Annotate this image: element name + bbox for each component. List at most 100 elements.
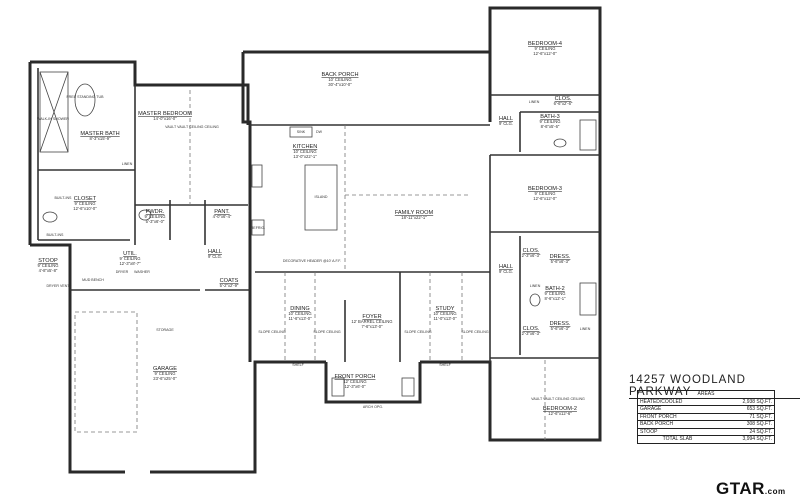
room-ceiling: 9' CEILING: [144, 214, 165, 219]
room-size: 4'-0"x6'-4": [213, 214, 232, 219]
range: [251, 164, 263, 188]
room-name: FRONT PORCH: [335, 374, 376, 380]
room-ceiling: 9' CEILING: [37, 263, 58, 268]
room-clos-3: CLOS.2'-3"x6'-3": [522, 248, 541, 258]
room-ceiling: 9' CLG.: [208, 254, 222, 259]
note-free-standing-tub: FREE STANDING TUB: [66, 95, 104, 99]
room-name: KITCHEN: [293, 144, 318, 150]
room-ceiling: 9' CEILING: [534, 46, 555, 51]
room-size: 4'-8"x5'-8": [39, 268, 58, 273]
room-ceiling: 9' CLG.: [499, 121, 513, 126]
note-dw: DW: [316, 130, 323, 134]
room-name: HALL: [499, 264, 513, 270]
note-linen-1: LINEN: [122, 162, 133, 166]
toilet: [42, 211, 58, 223]
room-size: 12'-6"x12'-0": [533, 51, 557, 56]
note-slope-1: SLOPE CEILING: [258, 330, 286, 334]
room-size: 5'-2"x2'-9": [220, 283, 239, 288]
room-size: 18'-11"x22'-1": [401, 215, 427, 220]
note-slope-3: SLOPE CEILING: [404, 330, 432, 334]
room-size: 5'-3"x6'-0": [146, 219, 165, 224]
gtar-logo: GTAR.com: [716, 479, 786, 499]
note-dryer-vent: DRYER VENT: [46, 284, 70, 288]
room-ceiling: 9' CEILING: [154, 371, 175, 376]
room-size: 8'-3"x15'-9": [89, 136, 111, 141]
room-size: 30'-4"x10'-0": [328, 82, 352, 87]
room-size: 7'-6"x13'-0": [361, 324, 383, 329]
room-clos-4: CLOS.6'-6"x2'-6": [554, 96, 573, 106]
room-ceiling: 9' CLG.: [499, 269, 513, 274]
room-bedroom-2: BEDROOM-212'-6"x12'-6": [543, 406, 577, 416]
room-name: HALL: [499, 116, 513, 122]
room-name: UTIL.: [123, 251, 137, 257]
room-size: 2'-3"x6'-3": [522, 331, 541, 336]
bathtub: [74, 83, 96, 117]
room-size: 12'-6"x12'-0": [533, 196, 557, 201]
refrigerator: [251, 219, 265, 236]
room-ceiling: 9' CEILING: [534, 191, 555, 196]
area-value: 653 SQ.FT.: [716, 405, 775, 414]
room-name: HALL: [208, 249, 222, 255]
room-name: BEDROOM-3: [528, 186, 562, 192]
note-linen-4: LINEN: [580, 327, 591, 331]
areas-header: AREAS: [637, 390, 775, 399]
note-mud-bench: MUD BENCH: [82, 278, 104, 282]
area-label: GARAGE: [637, 405, 717, 414]
room-name: COATS: [220, 278, 239, 284]
room-name: DINING: [290, 306, 310, 312]
sink: [289, 126, 313, 138]
area-label: BACK PORCH: [637, 420, 717, 429]
room-name: CLOS.: [523, 248, 540, 254]
room-name: FAMILY ROOM: [395, 210, 434, 216]
area-value: 71 SQ.FT.: [716, 413, 775, 421]
room-ceiling: 10' CEILING: [293, 149, 316, 154]
note-shelf-2: SHELF: [439, 363, 451, 367]
note-walk-in-shower: WALK-IN SHOWER: [37, 117, 69, 121]
note-slope-2: SLOPE CEILING: [313, 330, 341, 334]
room-ceiling: 12' BARREL CEILING: [351, 319, 392, 324]
note-refrig: REFRIG.: [251, 226, 266, 230]
room-name: CLOS.: [523, 326, 540, 332]
area-label: HEATED/COOLED: [637, 398, 717, 406]
note-washer: WASHER: [134, 270, 150, 274]
room-name: CLOS.: [555, 96, 572, 102]
room-size: 6'-6"x2'-6": [554, 101, 573, 106]
room-ceiling: 9' CEILING: [119, 256, 140, 261]
room-size: 8'-6"x5'-6": [541, 124, 560, 129]
interior-walls: [37, 68, 600, 362]
tub-bath-2: [579, 282, 597, 316]
room-name: MASTER BEDROOM: [138, 111, 192, 117]
note-dryer: DRYER: [116, 270, 129, 274]
room-size: 2'-3"x6'-3": [522, 253, 541, 258]
room-size: 23'-6"x25'-0": [153, 376, 177, 381]
area-value: 24 SQ.FT.: [716, 428, 775, 436]
area-label: TOTAL SLAB: [637, 435, 717, 444]
room-name: DRESS.: [550, 254, 571, 260]
note-sink: SINK: [297, 130, 306, 134]
room-name: CLOSET: [74, 196, 97, 202]
note-island: ISLAND: [315, 195, 328, 199]
room-ceiling: 10' CEILING: [288, 311, 311, 316]
